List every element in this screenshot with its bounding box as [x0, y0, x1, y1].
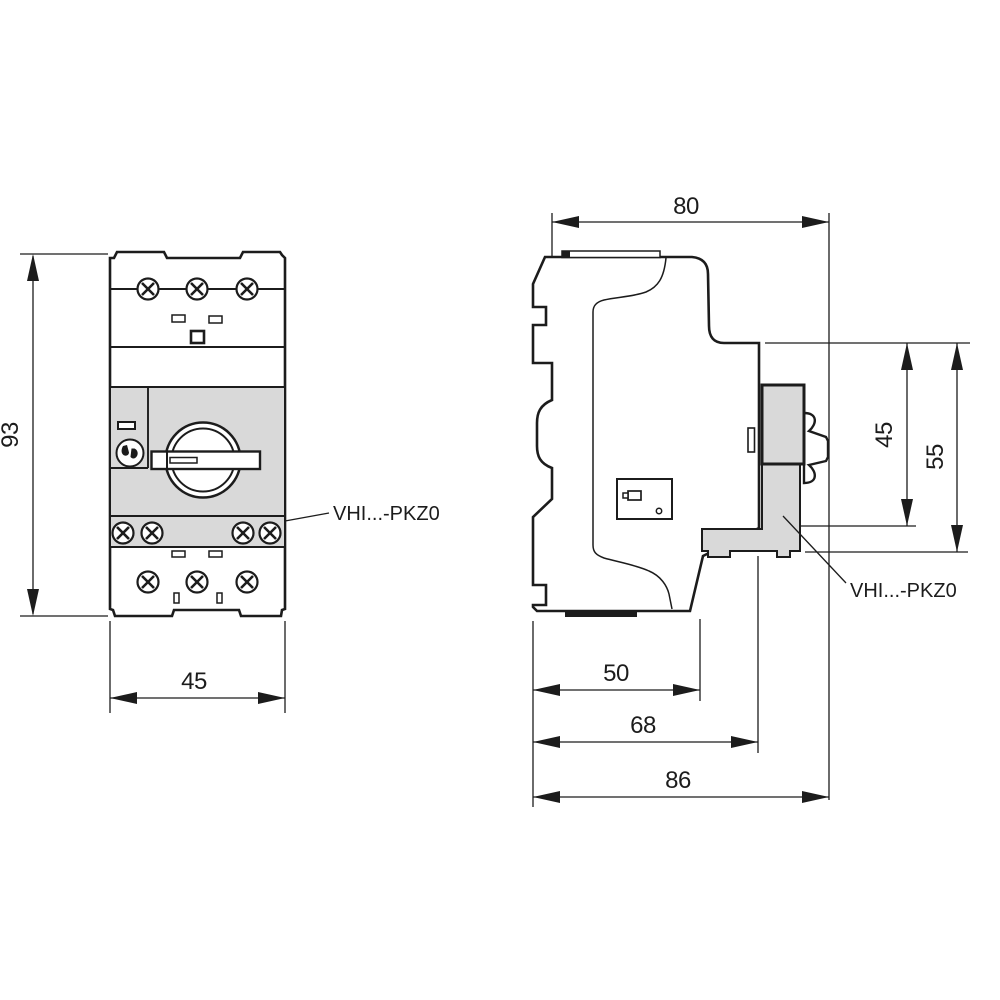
screw-icon: [185, 570, 209, 594]
front-window: [171, 314, 186, 323]
tool-lock-icon: [115, 438, 145, 468]
dim-label-93: 93: [0, 422, 24, 448]
side-leader-line: [782, 515, 847, 584]
front-left-window: [117, 421, 136, 430]
screw-icon: [185, 277, 209, 301]
dim-label-68: 68: [630, 712, 656, 739]
front-window: [208, 315, 223, 324]
screw-icon: [136, 277, 160, 301]
screw-icon: [258, 521, 282, 545]
front-slot: [216, 592, 223, 604]
screw-icon: [231, 521, 255, 545]
front-accessory-label: VHI...-PKZ0: [333, 503, 440, 525]
dimension-side-50: 50: [533, 660, 700, 696]
knob-handle: [150, 450, 262, 471]
front-window: [171, 550, 186, 558]
rotary-knob: [150, 421, 262, 499]
front-test-button: [189, 329, 206, 345]
screw-icon: [111, 521, 135, 545]
dim-label-45-front: 45: [181, 668, 207, 695]
front-window: [208, 550, 223, 558]
accessory-latch: [760, 383, 806, 466]
side-marking-window: [616, 478, 673, 520]
marking-dot: [655, 507, 663, 515]
screw-icon: [235, 570, 259, 594]
side-front-panel-line: [592, 257, 673, 610]
side-din-foot: [565, 611, 637, 617]
dim-label-55: 55: [922, 444, 949, 470]
dim-label-80: 80: [673, 193, 699, 220]
dim-label-50: 50: [603, 660, 629, 687]
accessory-body: [701, 463, 801, 558]
dimension-side-width-80: 80: [552, 193, 829, 228]
front-view: 93 45 VHI...-PKZ0: [0, 250, 440, 713]
side-accessory-label: VHI...-PKZ0: [850, 580, 957, 602]
dimension-side-45: 45: [871, 343, 913, 526]
accessory-spring-clip: [802, 411, 830, 485]
side-body-outline: [531, 255, 761, 613]
dimension-side-86: 86: [533, 767, 829, 803]
dimension-side-55: 55: [922, 343, 963, 552]
front-leader-line: [284, 512, 330, 522]
dimension-front-height: 93: [0, 253, 108, 617]
side-top-plate-clip: [562, 251, 570, 258]
dim-label-86: 86: [665, 767, 691, 794]
front-slot: [173, 592, 180, 604]
plug-icon: [627, 490, 642, 501]
side-top-plate: [561, 250, 661, 259]
side-view: 80 45 55 50 68: [531, 193, 970, 807]
screw-icon: [136, 570, 160, 594]
dim-label-45-side: 45: [871, 422, 898, 448]
dimension-front-width: 45: [109, 621, 286, 713]
side-slot: [747, 427, 756, 453]
screw-icon: [140, 521, 164, 545]
dimension-side-68: 68: [533, 712, 758, 748]
screw-icon: [235, 277, 259, 301]
